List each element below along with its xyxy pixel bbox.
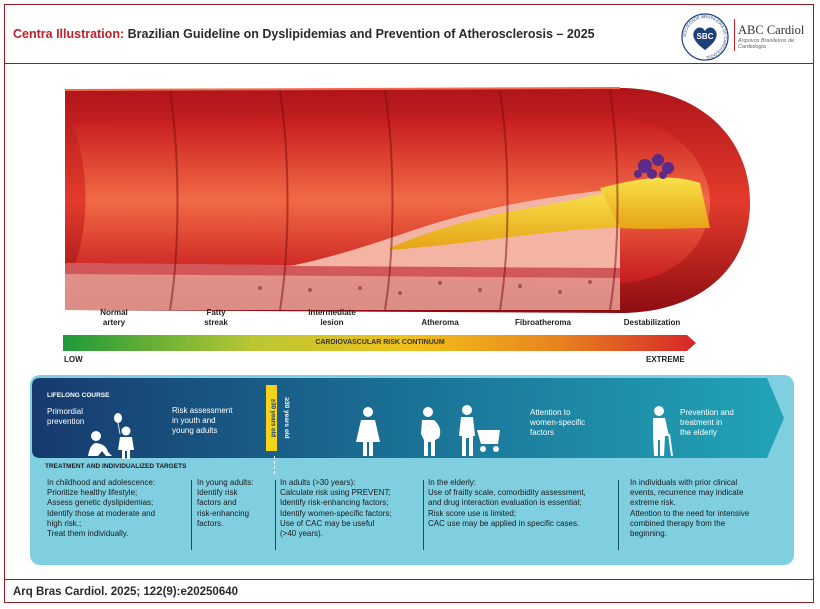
target-line: Risk score use is limited;	[428, 508, 517, 518]
target-line: Identify risk-enhancing factors;	[280, 498, 389, 508]
target-column-young-adults: In young adults: Identify risk factors a…	[197, 478, 253, 529]
logo-divider	[734, 19, 735, 51]
risk-low-label: LOW	[64, 355, 83, 364]
target-line: In adults (>30 years):	[280, 478, 356, 487]
risk-continuum-label: CARDIOVASCULAR RISK CONTINUUM	[315, 339, 445, 346]
target-line: risk-enhancing	[197, 508, 250, 518]
target-line: Use of frailty scale, comorbidity assess…	[428, 488, 586, 498]
page-title: Centra Illustration: Brazilian Guideline…	[13, 27, 595, 41]
target-column-prior-events: In individuals with prior clinical event…	[630, 478, 749, 539]
elderly-with-cane-icon	[653, 406, 673, 457]
child-with-balloon-icon	[114, 413, 134, 459]
child-icons	[88, 413, 134, 459]
target-line: Prioritize healthy lifestyle;	[47, 488, 138, 498]
target-column-elderly: In the elderly: Use of frailty scale, co…	[428, 478, 586, 529]
risk-continuum-arrow	[63, 335, 696, 351]
target-line: Identify risk	[197, 488, 238, 498]
stage-label: Atheroma	[421, 318, 459, 327]
target-line: Identify women-specific factors;	[280, 508, 392, 518]
target-line: and drug interaction evaluation is essen…	[428, 498, 582, 508]
sbc-logo: SOCIEDADE BRASILEIRA DE CARDIOLOGIA SBC	[681, 13, 729, 61]
target-line: Identify those at moderate and	[47, 508, 156, 518]
age-badge: ≥30 years old ≥30 years old	[266, 385, 290, 451]
age-badge-text: ≥30 years old	[270, 399, 276, 437]
journal-subtitle: Arquivos Brasileiros de Cardiologia	[738, 38, 795, 50]
target-column-childhood: In childhood and adolescence: Prioritize…	[47, 478, 155, 539]
age-badge-text-2: ≥30 years old	[283, 397, 290, 438]
target-line: In the elderly:	[428, 478, 477, 487]
target-line: In young adults:	[197, 478, 254, 487]
target-line: Calculate risk using PREVENT;	[280, 488, 391, 498]
citation: Arq Bras Cardiol. 2025; 122(9):e20250640	[13, 586, 239, 598]
women-icons	[356, 405, 500, 456]
title-prefix: Centra Illustration:	[13, 27, 125, 41]
target-line: factors and	[197, 498, 237, 508]
column-separator	[423, 480, 424, 550]
risk-youth-label: Risk assessment in youth and young adult…	[172, 406, 233, 435]
footer: Arq Bras Cardiol. 2025; 122(9):e20250640	[5, 579, 813, 604]
target-line: combined therapy from the	[630, 518, 726, 528]
target-line: Attention to the need for intensive	[630, 508, 750, 518]
target-line: (>40 years).	[280, 529, 323, 539]
woman-icon	[356, 407, 380, 456]
lifelong-course-title: LIFELONG COURSE	[47, 392, 110, 399]
target-line: In childhood and adolescence:	[47, 478, 156, 487]
target-line: In individuals with prior clinical	[630, 478, 738, 487]
stage-label: Destabilization	[623, 318, 681, 327]
artery-cross-section-icon	[64, 87, 750, 313]
target-line: events, recurrence may indicate	[630, 488, 744, 498]
header: Centra Illustration: Brazilian Guideline…	[5, 5, 813, 64]
baby-icon	[88, 431, 112, 456]
pregnant-woman-icon	[421, 407, 441, 456]
age-divider	[274, 456, 275, 474]
risk-extreme-label: EXTREME	[646, 355, 685, 364]
column-separator	[618, 480, 619, 550]
target-line: beginning.	[630, 529, 667, 539]
column-separator	[191, 480, 192, 550]
stage-label: Fibroatheroma	[514, 318, 571, 327]
stage-label: Normal artery	[100, 308, 128, 327]
target-line: Use of CAC may be useful	[280, 518, 375, 528]
sbc-logo-text: SBC	[697, 32, 714, 41]
target-line: Treat them individually.	[47, 529, 129, 539]
stage-label: Intermediate lesion	[308, 308, 356, 327]
women-factors-label: Attention to women-specific factors	[530, 408, 586, 437]
targets-title: TREATMENT AND INDIVIDUALIZED TARGETS	[45, 463, 187, 470]
lifelong-course-arrow	[32, 378, 784, 458]
target-line: factors.	[197, 518, 224, 528]
primordial-prevention-label: Primordial prevention	[47, 407, 85, 426]
target-line: extreme risk.	[630, 498, 676, 508]
target-line: Assess genetic dyslipidemias;	[47, 498, 154, 508]
target-line: high risk.;	[47, 518, 82, 528]
parent-with-stroller-icon	[459, 405, 500, 456]
elderly-label: Prevention and treatment in the elderly	[680, 408, 734, 437]
target-line: CAC use may be applied in specific cases…	[428, 518, 580, 528]
journal-name: ABC Cardiol	[738, 23, 805, 37]
title-main: Brazilian Guideline on Dyslipidemias and…	[124, 27, 595, 41]
stage-label: Fatty streak	[204, 308, 228, 327]
target-column-adults: In adults (>30 years): Calculate risk us…	[280, 478, 392, 539]
column-separator	[275, 480, 276, 550]
